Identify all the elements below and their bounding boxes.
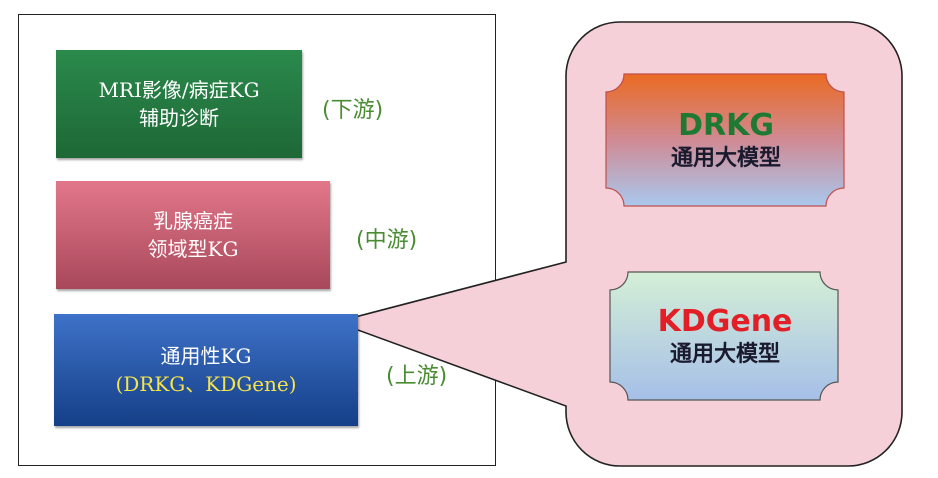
downstream-box-line2: 辅助诊断	[139, 106, 219, 130]
drkg-model-subtitle: 通用大模型	[670, 146, 781, 171]
midstream-box: 乳腺癌症 领域型KG	[56, 181, 330, 289]
kdgene-model-name: KDGene	[657, 304, 793, 339]
downstream-box: MRI影像/病症KG 辅助诊断	[56, 50, 302, 158]
midstream-box-line1: 乳腺癌症	[153, 209, 233, 233]
downstream-tier-label: (下游)	[322, 98, 384, 123]
kdgene-model-subtitle: 通用大模型	[669, 342, 780, 367]
downstream-box-line1: MRI影像/病症KG	[98, 78, 260, 102]
upstream-tier-label: (上游)	[386, 364, 448, 389]
upstream-box-line2: (DRKG、KDGene)	[115, 372, 297, 396]
drkg-model-name: DRKG	[678, 108, 774, 143]
upstream-box: 通用性KG (DRKG、KDGene)	[54, 314, 358, 426]
kdgene-model: KDGene 通用大模型	[608, 272, 842, 402]
drkg-model-shape	[605, 73, 845, 207]
drkg-model: DRKG 通用大模型	[602, 72, 850, 210]
kdgene-model-shape	[609, 271, 839, 401]
midstream-tier-label: (中游)	[356, 228, 418, 253]
midstream-box-line2: 领域型KG	[147, 237, 239, 261]
upstream-box-line1: 通用性KG	[160, 344, 252, 368]
